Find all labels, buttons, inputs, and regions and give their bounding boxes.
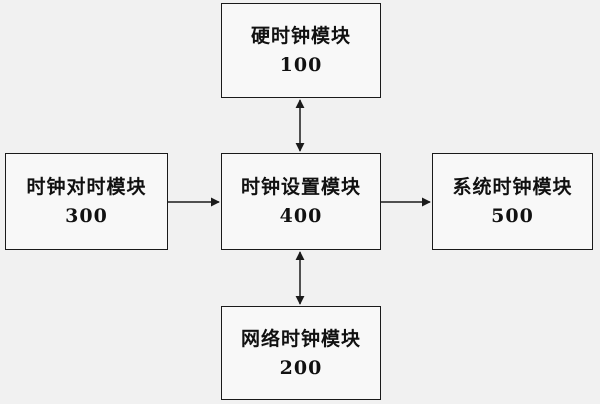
hard-clock-module-label: 硬时钟模块 bbox=[250, 25, 351, 47]
clock-setting-module-box: 时钟设置模块 400 bbox=[221, 153, 381, 250]
network-clock-module-label: 网络时钟模块 bbox=[240, 327, 361, 350]
system-clock-module-box: 系统时钟模块 500 bbox=[432, 153, 593, 250]
clock-setting-module-label: 时钟设置模块 bbox=[240, 176, 361, 198]
clock-setting-module-number: 400 bbox=[279, 205, 323, 227]
clock-sync-module-label: 时钟对时模块 bbox=[26, 176, 147, 198]
network-clock-module-box: 网络时钟模块 200 bbox=[221, 306, 381, 400]
clock-sync-module-number: 300 bbox=[65, 205, 108, 227]
system-clock-module-label: 系统时钟模块 bbox=[452, 176, 573, 198]
clock-sync-module-box: 时钟对时模块 300 bbox=[5, 153, 168, 250]
hard-clock-module-number: 100 bbox=[279, 54, 323, 76]
network-clock-module-number: 200 bbox=[279, 356, 323, 379]
system-clock-module-number: 500 bbox=[491, 205, 534, 227]
hard-clock-module-box: 硬时钟模块 100 bbox=[221, 3, 381, 98]
